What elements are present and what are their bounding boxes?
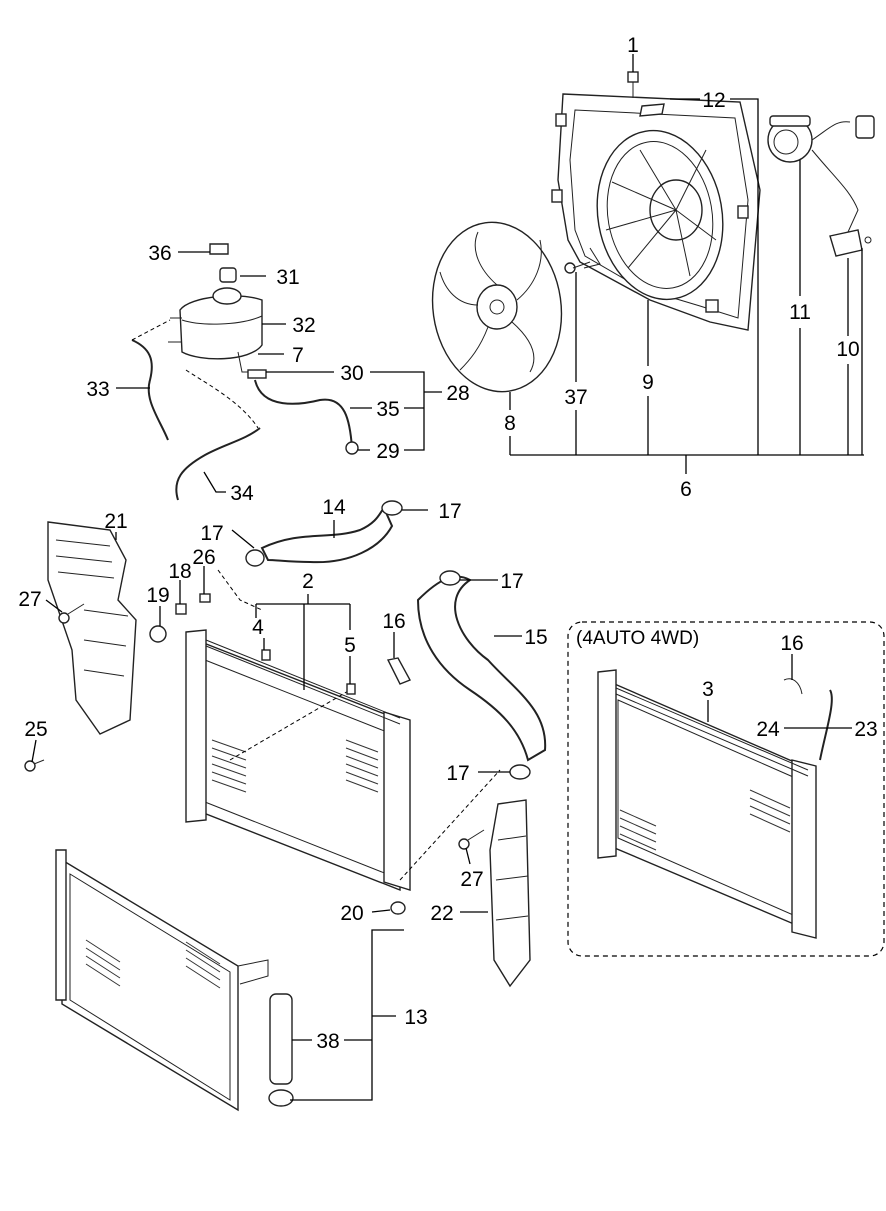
variant-caption: (4AUTO 4WD) — [576, 628, 699, 649]
callout-31: 31 — [276, 266, 299, 289]
hose-33 — [131, 339, 169, 441]
reservoir-tank — [168, 243, 263, 373]
fan-motor — [767, 115, 875, 233]
callout-27b: 27 — [460, 868, 483, 891]
callout-2: 2 — [302, 570, 314, 593]
callout-36: 36 — [148, 242, 171, 265]
hose-15 — [416, 575, 547, 762]
hose-34 — [175, 427, 261, 501]
callout-5: 5 — [344, 634, 356, 657]
callout-6: 6 — [680, 478, 692, 501]
part-4 — [261, 649, 271, 661]
bolt-1 — [627, 71, 639, 98]
callout-11: 11 — [789, 301, 811, 324]
callout-33: 33 — [86, 378, 109, 401]
air-guard-21 — [47, 521, 137, 735]
callout-34: 34 — [230, 482, 254, 505]
grommet-20 — [390, 901, 406, 915]
variant-box — [567, 621, 885, 957]
bolt-25 — [24, 759, 45, 772]
condenser — [55, 849, 269, 1112]
callout-16a: 16 — [382, 610, 405, 633]
callout-4: 4 — [252, 616, 264, 639]
radiator-main — [185, 629, 501, 892]
callout-1: 1 — [627, 34, 639, 57]
callout-17a: 17 — [438, 500, 461, 523]
clip-16-variant — [783, 678, 803, 695]
callout-32: 32 — [292, 314, 315, 337]
clamp-29 — [345, 441, 359, 455]
label-12-tag — [639, 103, 665, 117]
clamp-17a — [381, 500, 403, 516]
bolt-27b — [458, 829, 485, 850]
radiator-variant — [597, 669, 817, 939]
hose-23-24 — [819, 689, 833, 761]
fan-blade — [431, 221, 563, 393]
callout-9: 9 — [642, 371, 654, 394]
callout-30: 30 — [340, 362, 363, 385]
callout-14: 14 — [322, 496, 346, 519]
callout-27a: 27 — [18, 588, 41, 611]
callout-20: 20 — [340, 902, 363, 925]
callout-17d: 17 — [446, 762, 469, 785]
callout-13: 13 — [404, 1006, 427, 1029]
callout-15: 15 — [524, 626, 547, 649]
callout-17b: 17 — [200, 522, 223, 545]
bolt-26 — [199, 593, 211, 603]
callout-26: 26 — [192, 546, 215, 569]
bolt-27a — [58, 603, 85, 624]
callout-10: 10 — [836, 338, 859, 361]
clamp-17b — [245, 549, 265, 567]
clamp-17c — [439, 570, 461, 586]
callout-23: 23 — [854, 718, 877, 741]
callout-22: 22 — [430, 902, 453, 925]
drier-38 — [268, 993, 294, 1107]
callout-12: 12 — [702, 89, 725, 112]
callout-18: 18 — [168, 560, 191, 583]
callout-38: 38 — [316, 1030, 339, 1053]
callout-37: 37 — [564, 386, 587, 409]
callout-25: 25 — [24, 718, 47, 741]
callout-24: 24 — [756, 718, 780, 741]
callout-16b: 16 — [780, 632, 803, 655]
callout-35: 35 — [376, 398, 399, 421]
screw-37 — [564, 261, 591, 274]
clamp-30 — [247, 369, 267, 379]
callout-29: 29 — [376, 440, 399, 463]
air-guard-22 — [489, 799, 531, 988]
callout-17c: 17 — [500, 570, 523, 593]
callout-8: 8 — [504, 412, 516, 435]
callout-19: 19 — [146, 584, 169, 607]
callout-28: 28 — [446, 382, 469, 405]
clamp-17d — [509, 764, 531, 780]
fan-shroud — [551, 93, 761, 331]
hose-14 — [260, 506, 394, 564]
part-18 — [175, 603, 187, 615]
part-19 — [149, 625, 167, 643]
callout-7: 7 — [292, 344, 304, 367]
hose-35 — [254, 379, 353, 449]
callout-21: 21 — [104, 510, 127, 533]
leader-lines — [31, 54, 864, 1101]
callout-3: 3 — [702, 678, 714, 701]
part-5 — [346, 683, 356, 695]
fan-resistor — [829, 229, 872, 257]
clip-16 — [386, 657, 411, 685]
